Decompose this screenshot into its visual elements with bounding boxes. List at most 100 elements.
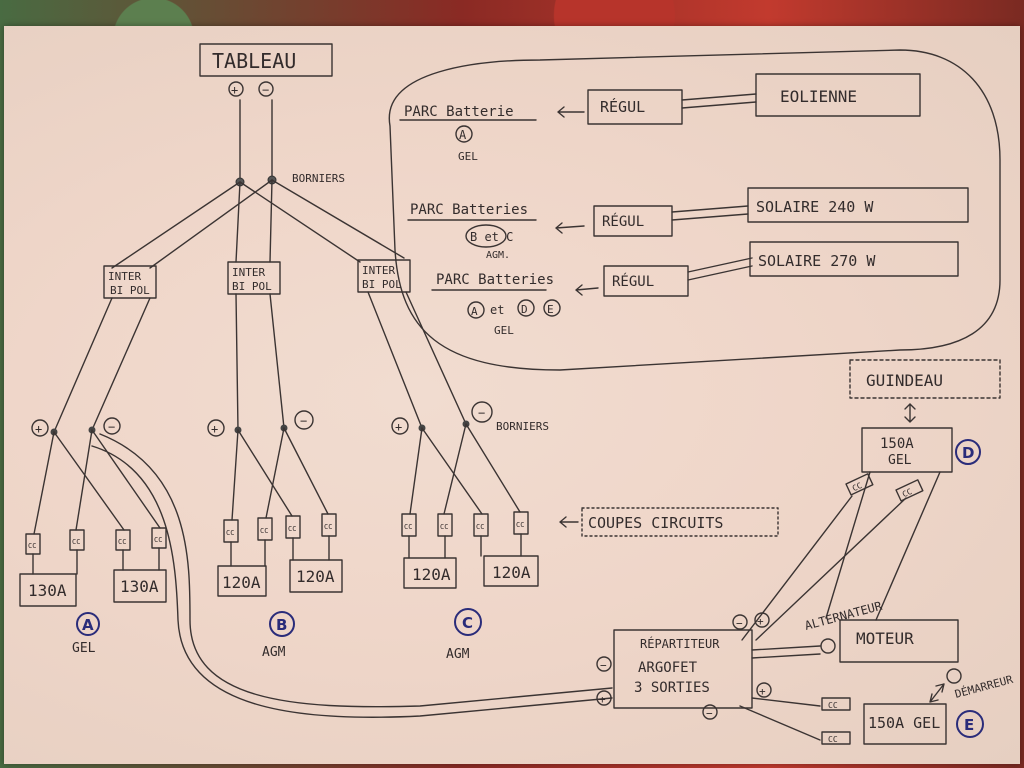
- svg-text:+: +: [211, 422, 218, 436]
- svg-text:−: −: [478, 406, 485, 420]
- row3-source: SOLAIRE 270 W: [758, 252, 876, 270]
- row1-parc: PARC Batterie: [404, 104, 514, 120]
- inter-to-bornier-lines: [53, 291, 467, 433]
- tableau-plus: +: [231, 83, 238, 97]
- svg-text:CC: CC: [118, 538, 126, 546]
- svg-text:CC: CC: [260, 527, 268, 535]
- row1-sub2: GEL: [458, 150, 478, 163]
- svg-text:CC: CC: [828, 735, 838, 744]
- svg-text:+: +: [35, 422, 42, 436]
- bank-a-type: GEL: [72, 641, 96, 656]
- battery-b1-capacity: 120A: [222, 573, 261, 592]
- battery-a1-capacity: 130A: [28, 581, 67, 600]
- charging-row-1: PARC Batterie A GEL RÉGUL EOLIENNE: [399, 73, 921, 163]
- inter-b-line2: BI POL: [232, 280, 272, 293]
- inter-b-line1: INTER: [232, 266, 265, 279]
- paper-sheet: [4, 26, 1020, 764]
- svg-text:−: −: [300, 414, 307, 428]
- svg-text:CC: CC: [516, 521, 524, 529]
- cc-fuse: CC: [257, 517, 273, 541]
- coupe-circuits: CC CC CC CC CC CC CC CC CC CC CC CC COUP…: [25, 507, 779, 555]
- battery-bank-c: 120A 120A C AGM: [403, 555, 539, 662]
- row2-regul: RÉGUL: [602, 213, 644, 230]
- row3-sub-d: D: [521, 303, 528, 316]
- tableau-box: TABLEAU + −: [199, 43, 333, 97]
- battery-b2-capacity: 120A: [296, 567, 335, 586]
- svg-text:+: +: [759, 685, 766, 698]
- svg-text:CC: CC: [28, 542, 36, 550]
- bank-a-to-repartiteur-cable: [99, 433, 613, 708]
- svg-text:CC: CC: [851, 481, 864, 493]
- battery-e-section: CC CC 150A GEL E: [739, 697, 984, 745]
- cc-fuse: CC: [25, 533, 41, 555]
- tableau-label: TABLEAU: [212, 49, 296, 73]
- bornier-to-cc-lines: [33, 423, 521, 535]
- row3-sub-a: A: [471, 305, 478, 318]
- cc-fuse: CC: [115, 529, 131, 551]
- repartiteur-line1: RÉPARTITEUR: [640, 636, 720, 651]
- cc-to-battery-lines: [32, 533, 522, 575]
- svg-text:CC: CC: [828, 701, 838, 710]
- svg-text:CC: CC: [404, 523, 412, 531]
- cc-fuse: CC: [151, 527, 167, 549]
- battery-d-capacity: 150A: [880, 436, 914, 452]
- bornier-top-label: BORNIERS: [292, 172, 345, 185]
- row3-sub-e: E: [547, 303, 554, 316]
- battery-e-letter: E: [964, 716, 974, 734]
- inter-c-line2: BI POL: [362, 278, 402, 291]
- cc-fuse: CC: [473, 513, 489, 537]
- cc-fuse: CC: [513, 511, 529, 535]
- cc-fuse: CC: [69, 529, 85, 551]
- svg-text:CC: CC: [288, 525, 296, 533]
- alternateur-label: ALTERNATEUR: [803, 599, 884, 633]
- tableau-minus: −: [262, 83, 269, 97]
- inter-a-line1: INTER: [108, 270, 141, 283]
- battery-c2-capacity: 120A: [492, 563, 531, 582]
- charging-row-3: PARC Batteries A et D E GEL RÉGUL SOLAIR…: [431, 241, 959, 337]
- repartiteur-line2: ARGOFET: [638, 660, 698, 676]
- cc-fuse: CC: [223, 519, 239, 543]
- bank-c-type: AGM: [446, 647, 470, 662]
- row3-regul: RÉGUL: [612, 273, 654, 290]
- cc-fuse: CC: [285, 515, 301, 539]
- battery-c1-capacity: 120A: [412, 565, 451, 584]
- bornier-group: + − + − + − BORNIERS: [31, 401, 549, 437]
- svg-text:CC: CC: [154, 536, 162, 544]
- svg-text:+: +: [599, 693, 606, 706]
- svg-text:CC: CC: [72, 538, 80, 546]
- svg-text:−: −: [736, 617, 743, 630]
- row3-sub2: GEL: [494, 324, 514, 337]
- row3-sub-et: et: [490, 303, 504, 317]
- svg-text:+: +: [757, 615, 764, 628]
- svg-text:CC: CC: [476, 523, 484, 531]
- bank-b-letter: B: [276, 616, 287, 634]
- charging-cloud-outline: [388, 49, 1001, 371]
- coupes-circuits-label: COUPES CIRCUITS: [588, 514, 723, 532]
- svg-text:+: +: [395, 420, 402, 434]
- row2-sub: B et C: [470, 230, 513, 244]
- bornier-right-label: BORNIERS: [496, 420, 549, 433]
- row3-parc: PARC Batteries: [436, 272, 554, 288]
- battery-d-type: GEL: [888, 453, 912, 468]
- bank-c-letter: C: [462, 614, 473, 632]
- row2-source: SOLAIRE 240 W: [756, 198, 874, 216]
- cc-fuse: CC: [401, 513, 417, 537]
- row2-sub2: AGM.: [486, 250, 510, 261]
- repartiteur-section: RÉPARTITEUR ARGOFET 3 SORTIES − + − + + …: [596, 612, 772, 720]
- moteur-label: MOTEUR: [856, 629, 914, 648]
- svg-text:−: −: [706, 707, 713, 720]
- repartiteur-line3: 3 SORTIES: [634, 680, 710, 696]
- svg-text:CC: CC: [226, 529, 234, 537]
- moteur-section: ALTERNATEUR MOTEUR DÉMARREUR: [751, 599, 1015, 703]
- svg-text:CC: CC: [440, 523, 448, 531]
- inter-bipol-c: INTER BI POL: [357, 259, 411, 293]
- battery-e-label: 150A GEL: [868, 714, 940, 732]
- inter-bipol-a: INTER BI POL: [103, 265, 157, 299]
- svg-text:−: −: [108, 420, 115, 434]
- battery-d-letter: D: [962, 444, 974, 462]
- row1-sub: A: [459, 128, 467, 142]
- guindeau-section: GUINDEAU 150A GEL D CC CC: [741, 359, 1001, 641]
- inter-a-line2: BI POL: [110, 284, 150, 297]
